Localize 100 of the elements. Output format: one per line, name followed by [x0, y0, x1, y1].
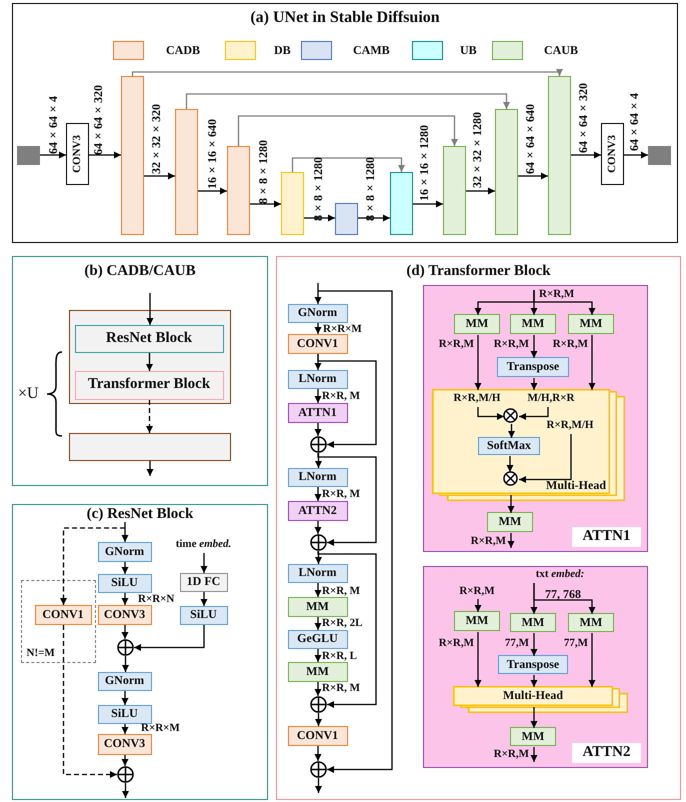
arrow [122, 691, 128, 705]
block-label: CONV3 [606, 134, 618, 172]
arrow [530, 633, 538, 656]
arrow [314, 583, 322, 597]
block-label: GNorm [104, 544, 144, 558]
tensor-square [16, 146, 40, 164]
panel-title: (a) UNet in Stable Diffsuion [250, 9, 440, 28]
block-box [510, 727, 556, 746]
dashed-arrow [146, 400, 153, 433]
arrow [314, 746, 322, 761]
block-label: LNorm [298, 470, 336, 484]
block-box [34, 604, 92, 624]
block-box [68, 432, 230, 460]
layer-bar [226, 146, 250, 234]
edge-label: R×R,M [494, 337, 529, 351]
layer-bar [390, 172, 412, 234]
arrow [200, 553, 208, 573]
arrow [508, 533, 514, 548]
attention-panel [422, 566, 648, 768]
edge-label: 64×64×640 [523, 104, 537, 174]
edge-label: R×R,M [438, 337, 474, 351]
arrow [238, 115, 458, 146]
block-label: GeGLU [297, 632, 338, 646]
edge-label: 8×8×1280 [363, 157, 377, 221]
block-label: SiLU [190, 608, 217, 622]
block-box [288, 402, 348, 422]
text-label: 77, 768 [545, 586, 581, 603]
arrow [530, 707, 538, 728]
layer-bar [494, 108, 518, 234]
block-label: Multi-Head [502, 689, 564, 703]
arrow [474, 335, 482, 390]
arrow [413, 200, 443, 208]
tensor-square [648, 146, 670, 164]
edge-label: R×R,M [438, 636, 474, 650]
block-box [288, 370, 348, 388]
arrow [250, 200, 281, 208]
block-label: MM [466, 317, 488, 331]
block-label: 1D FC [186, 575, 220, 589]
block-box [98, 542, 152, 562]
attention-panel [422, 284, 648, 552]
arrow [466, 188, 495, 194]
legend-label: DB [274, 43, 291, 57]
text-label: txt embed: [536, 568, 584, 581]
block-box [98, 672, 152, 690]
block-label: CONV3 [104, 737, 146, 751]
arrow [122, 755, 128, 766]
block-box [510, 314, 556, 334]
arrow [134, 625, 205, 651]
arrow [533, 583, 596, 614]
arrow [317, 453, 377, 546]
arrow [314, 682, 322, 696]
edge-label: R×R, M [322, 584, 360, 598]
arrow [315, 551, 322, 564]
edge-label: 32×32×1280 [470, 112, 484, 188]
block-label: Transpose [506, 658, 560, 672]
repeat-label: ×U [18, 385, 39, 403]
arrow [314, 389, 322, 403]
panel-label: ATTN2 [572, 743, 640, 762]
arrow [314, 487, 322, 501]
block-label: SiLU [111, 707, 138, 721]
block-label: MM [498, 515, 522, 529]
arrow [144, 172, 175, 180]
conv-box [66, 122, 88, 184]
text-label: M/H,R×R [528, 392, 574, 405]
arrow [314, 617, 322, 630]
panel-frame [12, 3, 678, 243]
edge-label: 32×32×320 [149, 104, 163, 174]
edge-label: R×R×M [141, 721, 180, 735]
arrow [304, 214, 335, 222]
text-label: R×R,M [459, 584, 495, 598]
edge-label: R×R, M [322, 487, 360, 501]
block-label: MM [522, 616, 544, 630]
edge-label: R×R,M [470, 534, 506, 548]
legend-label: CAUB [544, 43, 578, 57]
arrow [315, 713, 322, 726]
block-label: LNorm [298, 372, 336, 386]
block-box [180, 572, 228, 592]
edge-label: 8×8×1280 [311, 157, 325, 221]
block-box [98, 574, 152, 592]
layer-bar [174, 108, 198, 234]
layer-bar [442, 146, 466, 234]
layer-bar [120, 76, 144, 234]
block-label: MM [466, 614, 488, 628]
arrow [122, 593, 128, 605]
arrow [506, 456, 514, 472]
legend-label: CADB [166, 43, 200, 57]
edge-label: 16×16×1280 [417, 125, 431, 201]
block-label: ResNet Block [106, 330, 192, 348]
arrow [200, 592, 208, 606]
block-label: MM [580, 317, 602, 331]
block-label: CONV1 [296, 336, 338, 350]
block-box [68, 310, 230, 404]
dashed-arrow [60, 527, 125, 605]
arrow [315, 778, 322, 793]
block-label: CONV1 [42, 608, 84, 622]
block-box [180, 606, 228, 624]
arrow [318, 290, 393, 773]
arrow [474, 599, 482, 612]
conv-box [600, 122, 624, 184]
block-box [487, 512, 533, 532]
